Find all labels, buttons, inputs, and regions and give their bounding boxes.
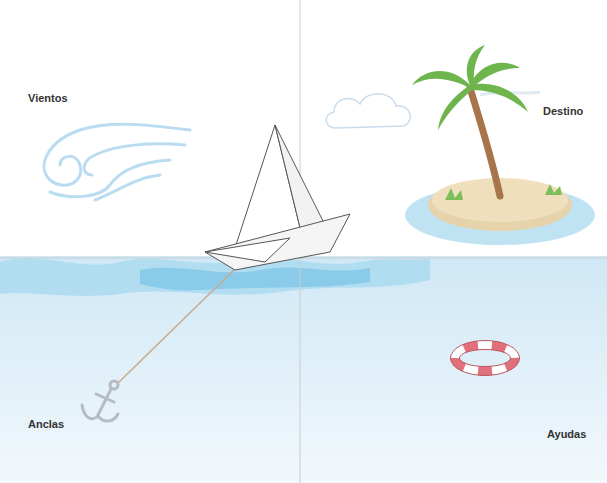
grass (445, 188, 463, 200)
palm-trunk (470, 88, 500, 196)
life-ring (451, 341, 520, 376)
paper-boat (205, 125, 350, 270)
quadrant-label: Vientos (28, 92, 68, 104)
quadrant-label: Destino (543, 105, 583, 117)
palm-leaves (412, 45, 528, 130)
cloud (326, 94, 410, 128)
water (0, 256, 607, 483)
axis-line (0, 258, 607, 259)
wind-swirl (44, 124, 190, 200)
anchor (82, 381, 118, 421)
quadrant-label: Ayudas (547, 428, 586, 440)
wave (0, 257, 430, 296)
wave (140, 267, 370, 290)
quadrant-label: Anclas (28, 418, 64, 430)
anchor-rope (118, 266, 238, 383)
grass (545, 184, 562, 195)
